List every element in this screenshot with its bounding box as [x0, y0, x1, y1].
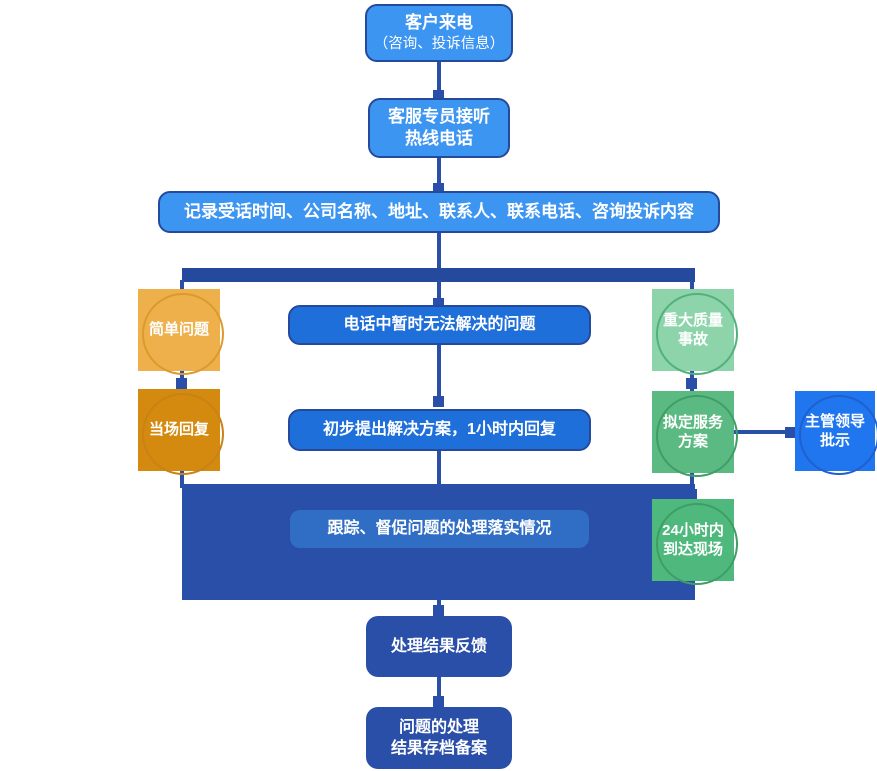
node-customer-call-title: 客户来电 — [405, 13, 473, 33]
node-draft-service-plan[interactable]: 拟定服务 方案 — [652, 391, 738, 477]
node-reply-onsite-label: 当场回复 — [148, 421, 209, 439]
node-leader-instruction-ring — [799, 395, 877, 475]
connector-reply-to-block — [180, 470, 184, 488]
node-agent-answer-label: 客服专员接听 热线电话 — [388, 106, 490, 148]
node-record-info-label: 记录受话时间、公司名称、地址、联系人、联系电话、咨询投诉内容 — [184, 201, 694, 221]
node-reply-onsite[interactable]: 当场回复 — [138, 389, 224, 475]
connector-bar-to-simple — [180, 280, 184, 292]
node-archive-record[interactable]: 问题的处理 结果存档备案 — [366, 707, 512, 769]
connector-record-to-bar — [437, 232, 441, 274]
node-arrive-24h[interactable]: 24小时内 到达现场 — [652, 499, 738, 585]
node-arrive-24h-ring — [656, 503, 738, 585]
branch-bar-top — [182, 268, 695, 282]
node-major-accident-label: 重大质量 事故 — [662, 311, 723, 349]
node-simple-problem-label: 简单问题 — [148, 321, 209, 339]
connector-solution-to-followup — [437, 450, 441, 486]
node-major-accident-ring — [656, 293, 738, 375]
connector-bar-to-unsolved — [437, 280, 441, 306]
node-archive-record-label: 问题的处理 结果存档备案 — [390, 718, 487, 757]
node-leader-instruction-label: 主管领导 批示 — [804, 412, 865, 450]
node-result-feedback[interactable]: 处理结果反馈 — [366, 616, 512, 677]
node-follow-up[interactable]: 跟踪、督促问题的处理落实情况 — [290, 510, 589, 548]
connector-feedback-to-archive — [437, 677, 441, 707]
node-simple-problem-ring — [142, 293, 224, 375]
node-unsolved-on-phone[interactable]: 电话中暂时无法解决的问题 — [288, 305, 591, 345]
node-record-info[interactable]: 记录受话时间、公司名称、地址、联系人、联系电话、咨询投诉内容 — [158, 191, 720, 233]
arrowhead-block-to-feedback — [433, 605, 444, 616]
arrowhead-feedback-to-archive — [433, 696, 444, 707]
node-simple-problem[interactable]: 简单问题 — [138, 289, 224, 375]
arrowhead-accident-to-plan — [686, 378, 697, 389]
node-follow-up-label: 跟踪、督促问题的处理落实情况 — [327, 520, 552, 538]
node-customer-call[interactable]: 客户来电 （咨询、投诉信息） — [365, 4, 513, 62]
node-arrive-24h-label: 24小时内 到达现场 — [662, 521, 724, 559]
node-leader-instruction[interactable]: 主管领导 批示 — [795, 391, 877, 475]
arrowhead-plan-to-leader — [785, 427, 796, 438]
arrowhead-call-to-agent — [433, 90, 444, 101]
arrowhead-agent-to-record — [433, 183, 444, 194]
node-draft-service-plan-ring — [656, 395, 738, 477]
arrowhead-unsolved-to-solution — [433, 396, 444, 407]
connector-unsolved-to-solution — [437, 344, 441, 406]
connector-agent-to-record — [437, 158, 441, 192]
node-major-accident[interactable]: 重大质量 事故 — [652, 289, 738, 375]
connector-plan-to-leader — [728, 430, 800, 434]
node-unsolved-on-phone-label: 电话中暂时无法解决的问题 — [343, 316, 536, 334]
node-draft-service-plan-label: 拟定服务 方案 — [662, 413, 723, 451]
node-customer-call-subtitle: （咨询、投诉信息） — [373, 35, 505, 52]
connector-call-to-agent — [437, 60, 441, 98]
connector-bar-to-accident — [690, 280, 694, 292]
node-result-feedback-label: 处理结果反馈 — [390, 637, 487, 655]
node-agent-answer[interactable]: 客服专员接听 热线电话 — [368, 98, 510, 158]
node-reply-onsite-ring — [142, 393, 224, 475]
node-initial-solution[interactable]: 初步提出解决方案，1小时内回复 — [288, 409, 591, 451]
arrowhead-simple-to-reply — [176, 378, 187, 389]
arrowhead-bar-to-unsolved — [433, 298, 444, 309]
node-initial-solution-label: 初步提出解决方案，1小时内回复 — [323, 421, 556, 439]
